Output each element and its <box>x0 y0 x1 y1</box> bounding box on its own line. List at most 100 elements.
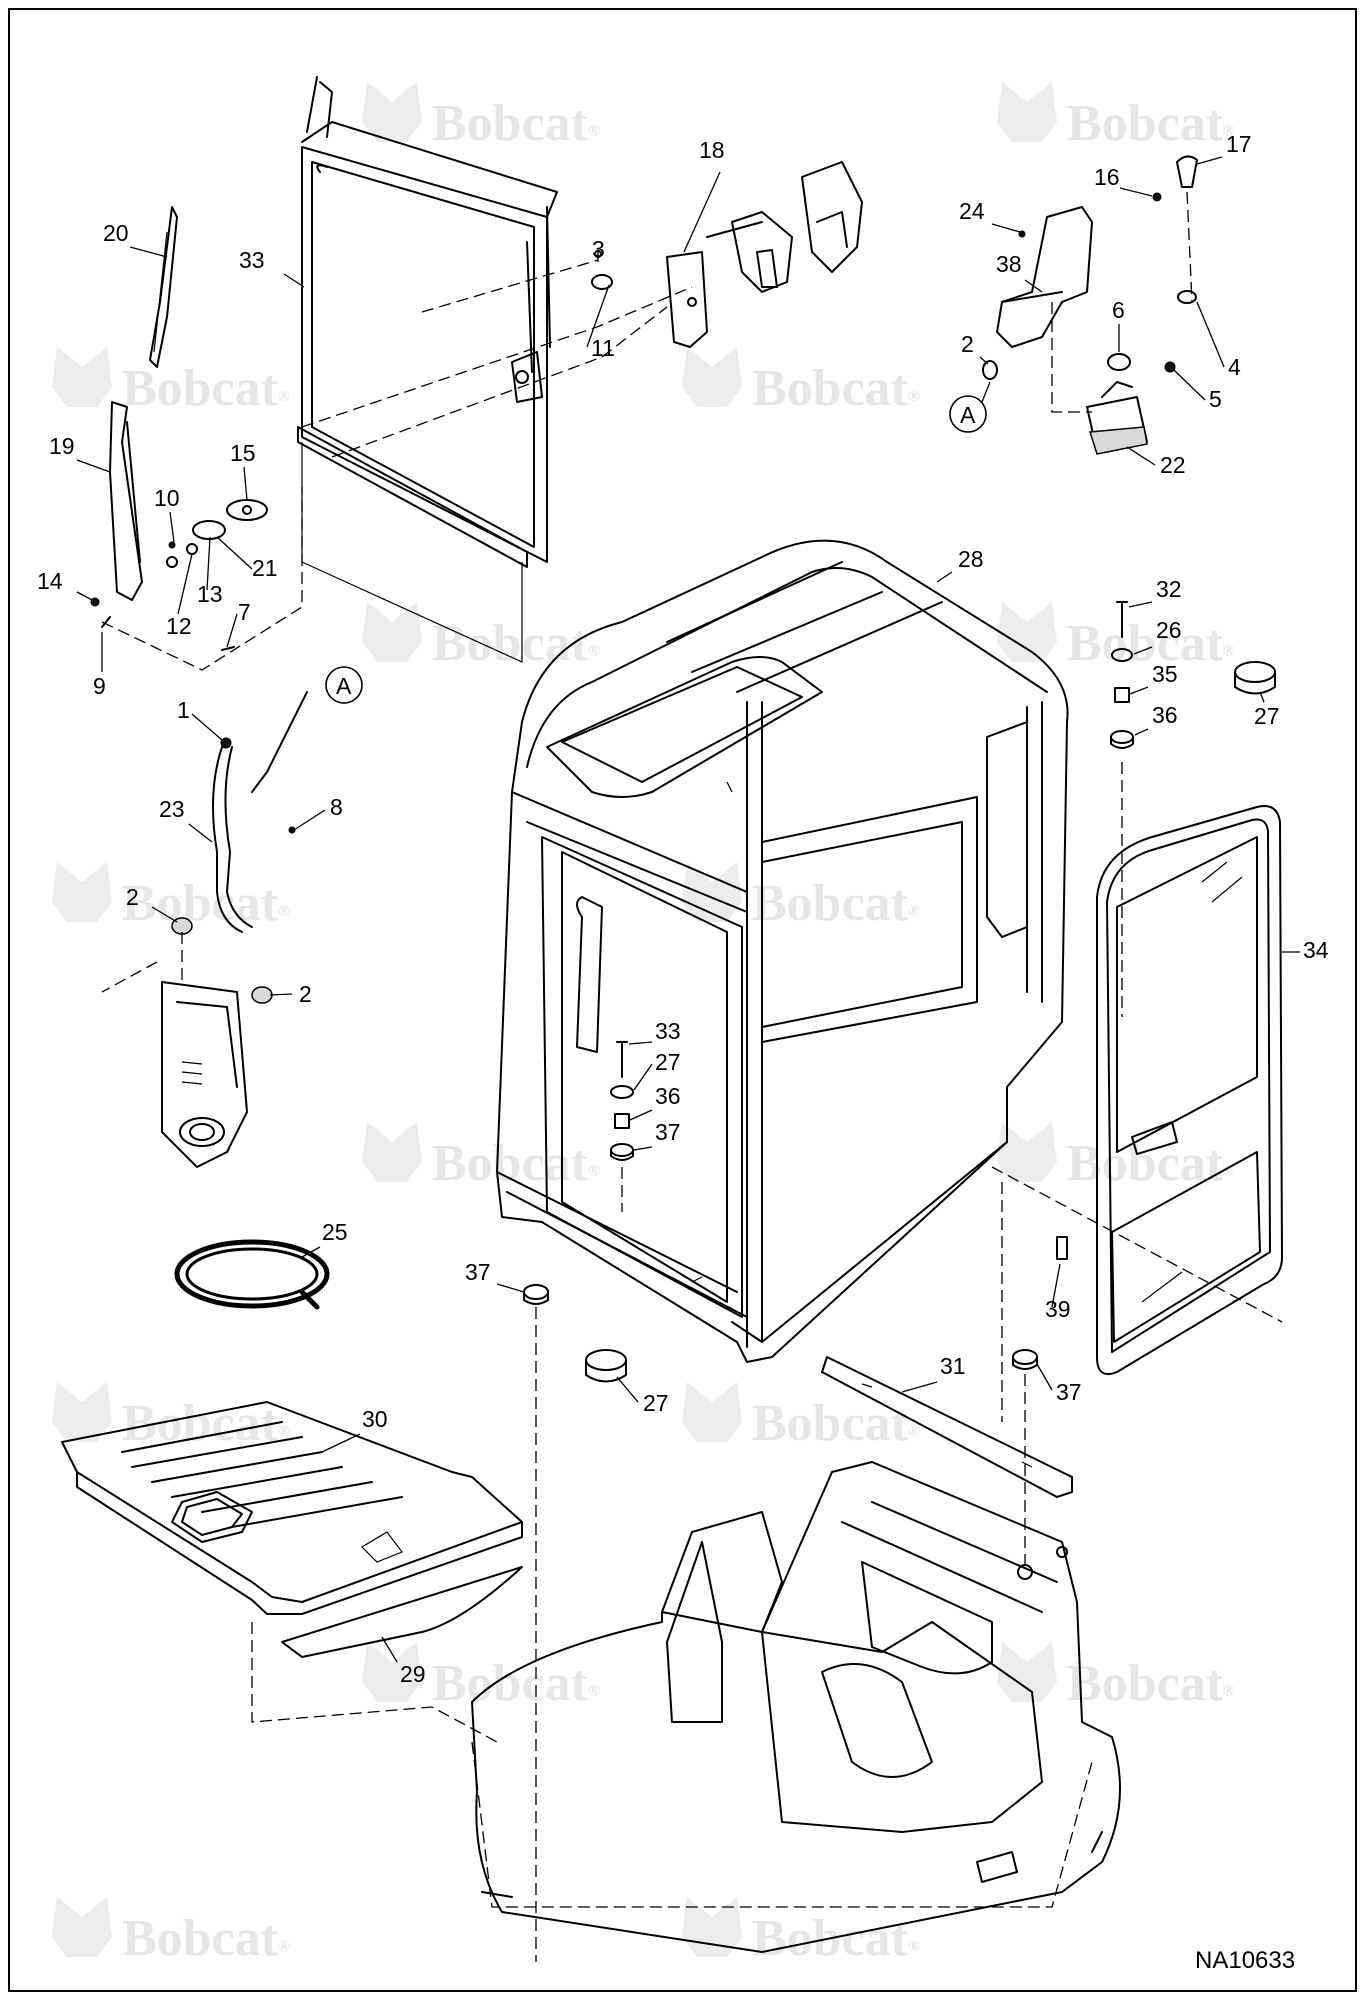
leader-line <box>936 571 953 583</box>
part-callout: 23 <box>159 796 213 843</box>
bobcat-watermark: Bobcat® <box>997 1122 1235 1192</box>
part-number: 2 <box>961 331 974 357</box>
rubber-mount <box>1234 661 1276 695</box>
leader-line <box>321 1433 361 1453</box>
exploded-parts-diagram: Bobcat® Bobcat® Bobcat® Bobcat® Bobcat® Bobca… <box>37 76 1329 1974</box>
part-callout: 2 <box>961 331 989 365</box>
part-callout: 35 <box>1129 661 1178 695</box>
svg-text:Bobcat®: Bobcat® <box>432 1135 600 1192</box>
diagram-frame: Bobcat® Bobcat® Bobcat® Bobcat® Bobcat® Bobca… <box>8 8 1357 1992</box>
part-callout: 21 <box>216 536 278 581</box>
part-number: 16 <box>1094 164 1120 190</box>
part-callout: 33 <box>239 247 305 288</box>
part-callout: 20 <box>103 220 168 258</box>
leader-line <box>683 171 721 253</box>
bobcat-watermark: Bobcat® <box>997 1642 1235 1712</box>
leader-line <box>1119 187 1153 197</box>
svg-text:Bobcat®: Bobcat® <box>1067 615 1235 672</box>
leader-line <box>1196 301 1225 368</box>
leader-line <box>191 713 223 741</box>
leader-line <box>1196 156 1223 165</box>
part-callout: 1 <box>177 697 223 741</box>
part-number: 31 <box>940 1353 966 1379</box>
part-number: 19 <box>49 433 75 459</box>
drawing-code: NA10633 <box>1195 1947 1295 1974</box>
wiper-arm <box>109 401 143 601</box>
part-callout: 38 <box>996 251 1043 293</box>
svg-text:Bobcat®: Bobcat® <box>122 1395 290 1452</box>
leader-line <box>283 273 305 288</box>
part-number: 21 <box>252 555 278 581</box>
leader-line <box>151 906 178 923</box>
leader-line <box>293 809 326 831</box>
part-number: 34 <box>1303 937 1329 963</box>
part-callout: 9 <box>93 632 106 699</box>
leader-line <box>269 993 293 996</box>
floor-panel <box>251 1566 523 1743</box>
part-callout: 6 <box>1112 297 1125 352</box>
bobcat-watermark: Bobcat® <box>52 1382 290 1452</box>
leader-line <box>1128 601 1153 608</box>
part-number: 5 <box>1209 386 1222 412</box>
bobcat-watermark: Bobcat® <box>682 1382 920 1452</box>
part-number: 10 <box>154 485 180 511</box>
leader-line <box>991 223 1021 233</box>
bobcat-watermark: Bobcat® <box>997 602 1235 672</box>
part-callout: 4 <box>1196 301 1241 380</box>
wiper-motor-assembly <box>301 161 863 458</box>
wiper-blade <box>149 206 178 368</box>
leader-line <box>1024 279 1043 293</box>
part-number: 17 <box>1226 131 1252 157</box>
part-number: 24 <box>959 198 985 224</box>
leader-line <box>169 511 175 543</box>
heater-unit <box>101 932 248 1168</box>
part-number: 12 <box>166 613 192 639</box>
floor-mat <box>61 1401 523 1615</box>
part-callout: 15 <box>230 440 256 501</box>
callout-a-label: A <box>960 402 976 428</box>
part-number: 27 <box>655 1049 681 1075</box>
switch-bracket-assembly <box>982 155 1198 455</box>
part-callout: 10 <box>154 485 180 543</box>
part-number: 4 <box>1228 354 1241 380</box>
cross-bar <box>821 1356 1073 1498</box>
part-callout: 27 <box>616 1376 669 1416</box>
part-number: 2 <box>126 884 139 910</box>
part-callout: 32 <box>1128 576 1182 608</box>
bobcat-watermark: Bobcat® <box>682 347 920 417</box>
part-callout: 24 <box>959 198 1021 233</box>
part-callout: 28 <box>936 546 984 583</box>
cab-body <box>496 539 1069 1363</box>
part-number: 13 <box>197 581 223 607</box>
leader-line <box>177 553 193 615</box>
svg-text:Bobcat®: Bobcat® <box>122 1910 290 1967</box>
part-number: 26 <box>1156 617 1182 643</box>
leader-line <box>381 1636 398 1663</box>
part-number: 37 <box>465 1259 491 1285</box>
bobcat-watermark: Bobcat® <box>682 862 920 932</box>
part-number: 20 <box>103 220 129 246</box>
svg-text:Bobcat®: Bobcat® <box>752 360 920 417</box>
leader-line <box>129 246 168 258</box>
part-number: 22 <box>1160 452 1186 478</box>
part-callout: 29 <box>381 1636 426 1687</box>
part-number: 30 <box>362 1406 388 1432</box>
part-number: 32 <box>1156 576 1182 602</box>
bobcat-watermark: Bobcat® <box>52 862 290 932</box>
part-number: 27 <box>643 1390 669 1416</box>
leader-line <box>216 536 253 570</box>
part-number: 37 <box>655 1119 681 1145</box>
part-number: 36 <box>1152 702 1178 728</box>
leader-line <box>76 591 93 601</box>
svg-text:Bobcat®: Bobcat® <box>752 1395 920 1452</box>
part-callout: 13 <box>197 536 223 607</box>
leader-line <box>1133 646 1153 655</box>
leader-line <box>188 823 213 843</box>
part-labels: 1222345678910111213141516171819202122232… <box>37 131 1329 1687</box>
svg-text:Bobcat®: Bobcat® <box>1067 1135 1235 1192</box>
leader-line <box>496 1283 525 1293</box>
part-callout: 22 <box>1126 446 1186 478</box>
part-number: 3 <box>592 236 605 262</box>
part-callout: 36 <box>629 1083 681 1121</box>
callout-a-label: A <box>336 673 352 699</box>
